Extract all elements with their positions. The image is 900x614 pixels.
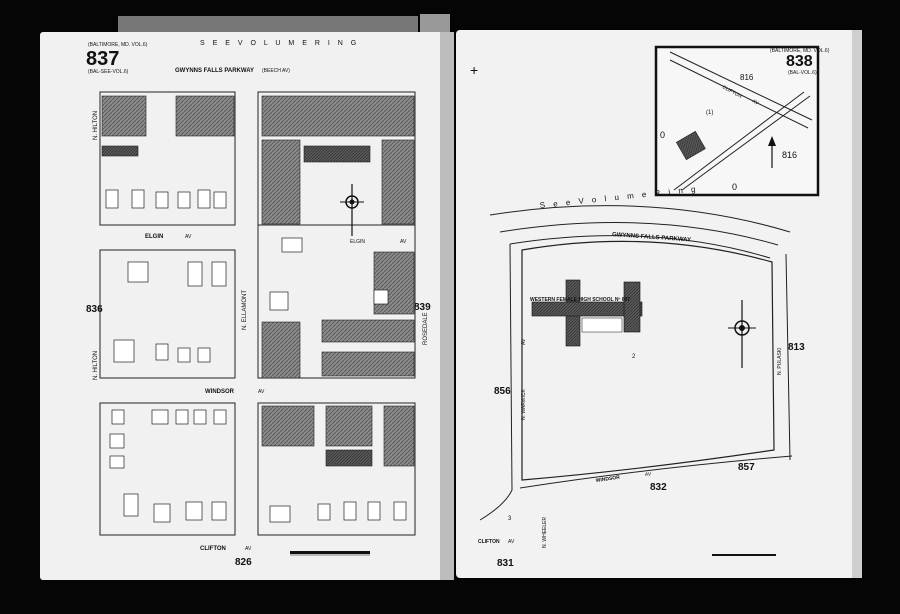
right-header-note: (BALTIMORE, MD. VOL.6): [770, 48, 830, 54]
scale-bar-left: [290, 551, 370, 556]
street-elgin-east: ELGIN: [350, 239, 365, 245]
street-n-ellamont: N. ELLAMONT: [242, 290, 248, 330]
right-page: + 816 816 0 0 CLIFTON AV (1) (BALTIMORE,…: [456, 30, 862, 578]
street-clifton-right: CLIFTON: [478, 539, 500, 545]
page-edge-top: [118, 16, 418, 34]
street-beech-av: (BEECH AV): [262, 68, 290, 74]
left-page-gutter: [440, 32, 454, 580]
inset-sheet-816-right: 816: [782, 150, 797, 160]
compass-rose-left: [340, 184, 364, 236]
page-edge-top-right: [420, 14, 450, 34]
left-sheet-number: 837: [86, 48, 119, 70]
left-header-note: (BALTIMORE, MD. VOL.6): [88, 42, 148, 48]
adjacent-sheet-839: 839: [414, 302, 431, 313]
right-vol-ref: (BAL-VOL.6): [788, 70, 817, 76]
street-rosedale: ROSEDALE: [423, 312, 429, 345]
inset-sheet-816-top: 816: [740, 73, 754, 82]
street-clifton-left-av: AV: [245, 546, 252, 552]
lot-number-sw: 3: [508, 516, 512, 522]
gwynns-falls-parkway-curve: [489, 205, 791, 259]
street-n-warwick: N. WARWICK: [521, 389, 527, 420]
inset-map: 816 816 0 0 CLIFTON AV (1): [654, 45, 820, 197]
street-n-hilton-top: N. HILTON: [93, 111, 99, 140]
left-dwellings: [105, 189, 407, 523]
street-clifton-right-av: AV: [508, 539, 515, 545]
adjacent-sheet-831: 831: [497, 558, 514, 569]
adjacent-sheet-832: 832: [650, 482, 667, 493]
street-n-wheeler: N. WHEELER: [542, 516, 548, 548]
adjacent-sheet-856: 856: [494, 386, 511, 397]
compass-rose-right: [728, 300, 756, 368]
street-gwynns-falls-parkway-left: GWYNNS FALLS PARKWAY: [175, 68, 254, 74]
street-elgin-west: ELGIN: [145, 234, 163, 240]
street-elgin-east-av: AV: [400, 239, 407, 245]
inset-sheet-0-left: 0: [660, 130, 665, 140]
street-n-pulaski: N. PULASKI: [777, 347, 783, 375]
inset-lot: (1): [706, 110, 713, 116]
adjacent-sheet-826: 826: [235, 557, 252, 568]
left-block-outlines: [99, 91, 416, 536]
school-block: [479, 240, 793, 521]
inset-sheet-0-bottom: 0: [732, 182, 737, 192]
street-windsor-left-av: AV: [258, 389, 265, 395]
street-gwynns-falls-parkway-right: GWYNNS FALLS PARKWAY: [612, 232, 691, 243]
street-windsor-left: WINDSOR: [205, 389, 235, 395]
street-windsor-right-av: AV: [645, 471, 652, 478]
right-page-edge: [852, 30, 862, 578]
scale-bar-right: [712, 554, 776, 556]
right-sheet-number: 838: [786, 53, 813, 70]
left-vol-ref: (BAL-SEE-VOL.6): [88, 69, 129, 75]
adjacent-sheet-836: 836: [86, 304, 103, 315]
street-n-warwick-av: AV: [521, 338, 527, 345]
street-windsor-right: WINDSOR: [595, 475, 620, 484]
adjacent-sheet-813: 813: [788, 342, 805, 353]
left-page: S E E V O L U M E R I N G (BALTIMORE, MD…: [40, 32, 454, 580]
left-rowhouses: [101, 95, 415, 467]
see-volume-ring-label-left: S E E V O L U M E R I N G: [200, 40, 359, 47]
school-name: WESTERN FEMALE HIGH SCHOOL Nº 607: [530, 297, 630, 303]
street-elgin-west-av: AV: [185, 234, 192, 240]
inset-street-clifton-av: AV: [751, 98, 760, 107]
street-clifton-left: CLIFTON: [200, 546, 226, 552]
registration-mark: +: [470, 62, 478, 78]
lot-number: 2: [632, 354, 636, 360]
street-n-hilton-bottom: N. HILTON: [93, 351, 99, 380]
adjacent-sheet-857: 857: [738, 462, 755, 473]
